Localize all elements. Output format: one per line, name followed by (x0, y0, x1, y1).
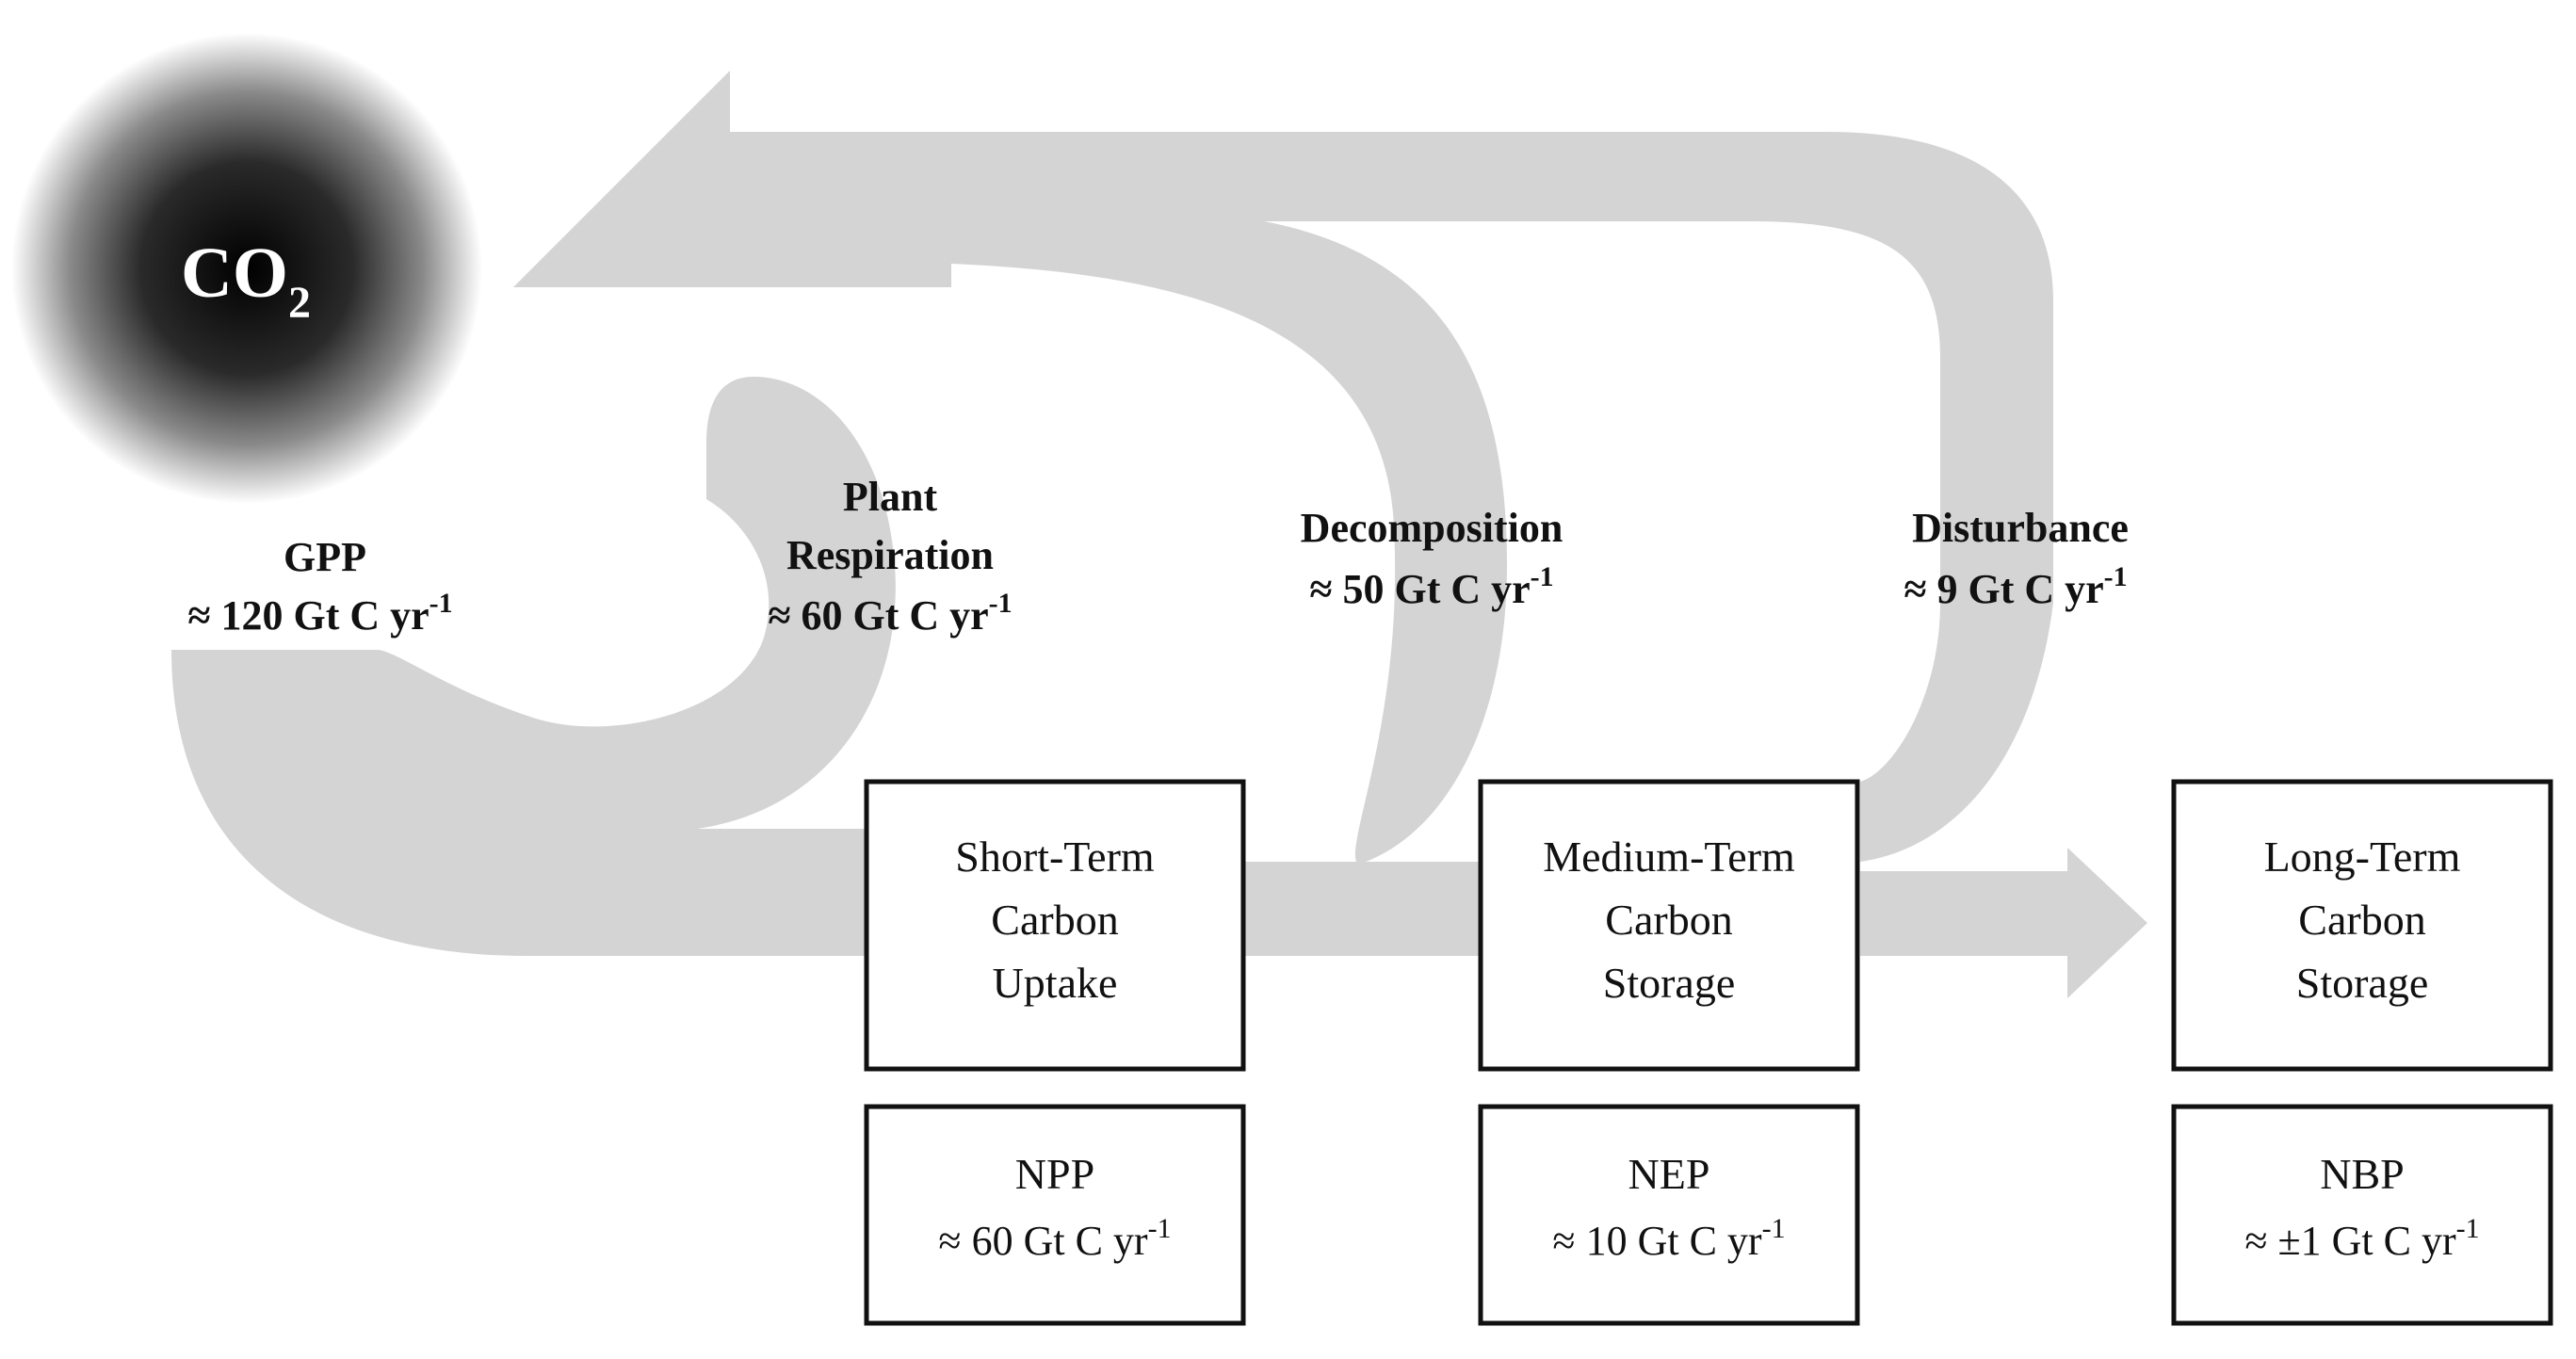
medium-term-storage-box: Medium-Term Carbon Storage (1478, 779, 1860, 1072)
co2-atmosphere: CO2 (11, 33, 482, 504)
disturbance-label-group: Disturbance ≈ 9 Gt C yr-1 (1904, 505, 2129, 612)
medium-term-line3: Storage (1603, 959, 1736, 1007)
gpp-respiration-flow-arrow (171, 377, 896, 956)
disturbance-value: ≈ 9 Gt C yr-1 (1904, 561, 2127, 612)
decomposition-value: ≈ 50 Gt C yr-1 (1309, 561, 1553, 612)
decomposition-flow-arrow (951, 212, 1507, 862)
disturbance-name: Disturbance (1912, 505, 2129, 551)
long-term-storage-box: Long-Term Carbon Storage (2171, 779, 2553, 1072)
npp-name: NPP (1015, 1150, 1094, 1198)
medium-term-box-frame (1478, 779, 1860, 1072)
plant-respiration-name-line2: Respiration (786, 532, 994, 578)
nep-box-frame (1478, 1104, 1860, 1326)
plant-respiration-name-line1: Plant (843, 474, 938, 520)
long-term-line1: Long-Term (2264, 833, 2461, 881)
long-term-line2: Carbon (2298, 896, 2425, 944)
nbp-box-frame (2171, 1104, 2553, 1326)
long-term-box-frame (2171, 779, 2553, 1072)
gpp-value: ≈ 120 Gt C yr-1 (187, 588, 452, 639)
npp-box: NPP ≈ 60 Gt C yr-1 (864, 1104, 1246, 1326)
plant-respiration-value: ≈ 60 Gt C yr-1 (768, 588, 1012, 639)
medium-term-line1: Medium-Term (1543, 833, 1795, 881)
npp-box-frame (864, 1104, 1246, 1326)
short-term-box-frame (864, 779, 1246, 1072)
storage-to-longterm-flow-arrow (1860, 848, 2147, 998)
nep-name: NEP (1628, 1150, 1710, 1198)
nbp-value: ≈ ±1 Gt C yr-1 (2244, 1213, 2479, 1264)
medium-term-line2: Carbon (1605, 896, 1732, 944)
decomposition-name: Decomposition (1301, 505, 1563, 551)
disturbance-flow-arrow (513, 71, 2053, 862)
nbp-box: NBP ≈ ±1 Gt C yr-1 (2171, 1104, 2553, 1326)
decomposition-label-group: Decomposition ≈ 50 Gt C yr-1 (1301, 505, 1563, 612)
short-term-line2: Carbon (991, 896, 1118, 944)
npp-value: ≈ 60 Gt C yr-1 (938, 1213, 1171, 1264)
short-term-line3: Uptake (993, 959, 1118, 1007)
nbp-name: NBP (2320, 1150, 2404, 1198)
nep-value: ≈ 10 Gt C yr-1 (1552, 1213, 1785, 1264)
short-term-line1: Short-Term (955, 833, 1155, 881)
co2-label: CO2 (181, 234, 311, 328)
gpp-label-group: GPP ≈ 120 Gt C yr-1 (187, 534, 452, 639)
co2-sphere (11, 33, 482, 504)
plant-respiration-label-group: Plant Respiration ≈ 60 Gt C yr-1 (768, 474, 1012, 639)
nep-box: NEP ≈ 10 Gt C yr-1 (1478, 1104, 1860, 1326)
gpp-name: GPP (284, 534, 366, 580)
long-term-line3: Storage (2296, 959, 2429, 1007)
short-term-uptake-box: Short-Term Carbon Uptake (864, 779, 1246, 1072)
